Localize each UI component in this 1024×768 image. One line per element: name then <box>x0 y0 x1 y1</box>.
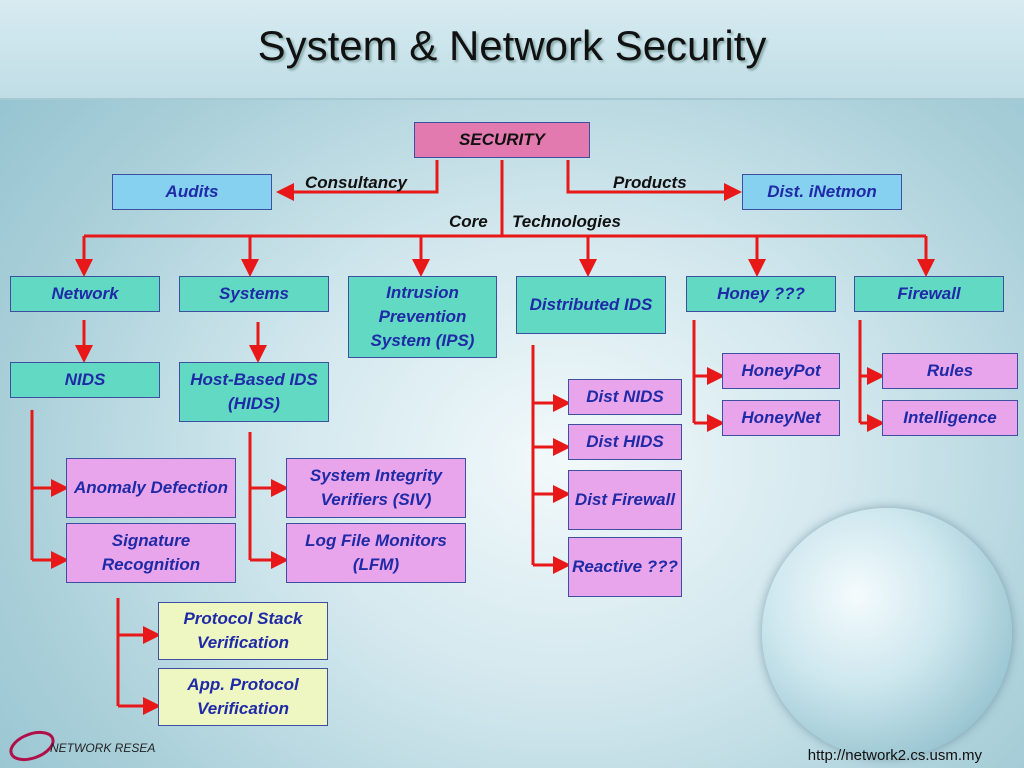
logo-text: NETWORK RESEARCH GROUP <box>50 741 156 755</box>
audits-node: Audits <box>112 174 272 210</box>
app-protocol-node: App. Protocol Verification <box>158 668 328 726</box>
network-node: Network <box>10 276 160 312</box>
network-research-group-logo: NETWORK RESEARCH GROUP <box>9 730 156 762</box>
core-label: Core <box>449 212 488 231</box>
products-label: Products <box>613 173 687 192</box>
intelligence-node: Intelligence <box>882 400 1018 436</box>
dist-nids-node: Dist NIDS <box>568 379 682 415</box>
rules-node: Rules <box>882 353 1018 389</box>
distributed-ids-node: Distributed IDS <box>516 276 666 334</box>
reactive-node: Reactive ??? <box>568 537 682 597</box>
technologies-label: Technologies <box>512 212 621 231</box>
anomaly-detection-node: Anomaly Defection <box>66 458 236 518</box>
lfm-node: Log File Monitors (LFM) <box>286 523 466 583</box>
security-node: SECURITY <box>414 122 590 158</box>
siv-node: System Integrity Verifiers (SIV) <box>286 458 466 518</box>
honeypot-node: HoneyPot <box>722 353 840 389</box>
title-bar <box>0 0 1024 100</box>
ips-node: Intrusion Prevention System (IPS) <box>348 276 497 358</box>
honeynet-node: HoneyNet <box>722 400 840 436</box>
signature-recognition-node: Signature Recognition <box>66 523 236 583</box>
consultancy-label: Consultancy <box>305 173 408 192</box>
slide-title: System & Network Security <box>257 22 767 69</box>
firewall-node: Firewall <box>854 276 1004 312</box>
hids-node: Host-Based IDS (HIDS) <box>179 362 329 422</box>
protocol-stack-node: Protocol Stack Verification <box>158 602 328 660</box>
dist-inetmon-node: Dist. iNetmon <box>742 174 902 210</box>
systems-node: Systems <box>179 276 329 312</box>
dist-firewall-node: Dist Firewall <box>568 470 682 530</box>
footer-url: http://network2.cs.usm.my <box>807 747 982 764</box>
globe-image <box>762 508 1012 758</box>
dist-hids-node: Dist HIDS <box>568 424 682 460</box>
nids-node: NIDS <box>10 362 160 398</box>
honey-node: Honey ??? <box>686 276 836 312</box>
